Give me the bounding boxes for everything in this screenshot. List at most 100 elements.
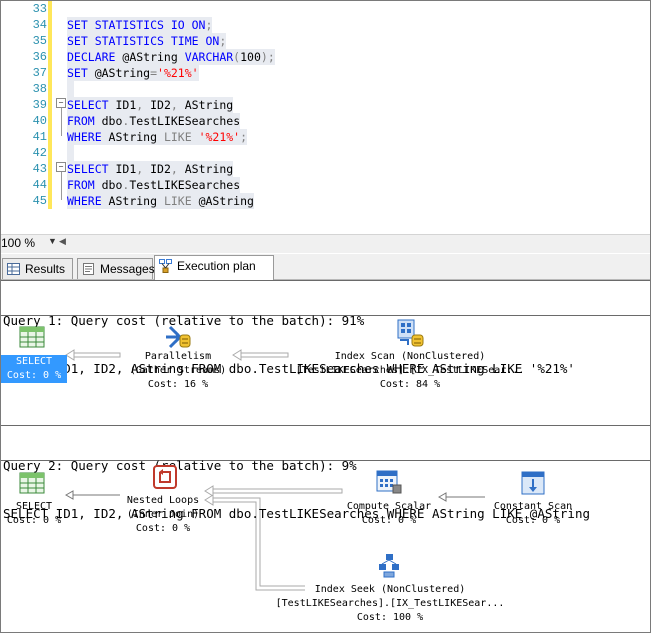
q1-arrow-scan-to-parallelism bbox=[232, 349, 289, 361]
q2-constant-label: Constant Scan bbox=[493, 501, 573, 512]
q1-select-node[interactable]: SELECT Cost: 0 % bbox=[1, 355, 67, 383]
q2-select-node[interactable]: SELECT Cost: 0 % bbox=[1, 500, 67, 528]
code-token: VARCHAR bbox=[184, 50, 234, 64]
select-operator-icon[interactable] bbox=[19, 326, 45, 348]
code-token: ; bbox=[205, 18, 213, 32]
compute-scalar-icon[interactable] bbox=[375, 469, 403, 495]
code-text: SELECT ID1, ID2, AString bbox=[67, 161, 234, 177]
zoom-selector[interactable]: 100 % ▼ ◀ bbox=[1, 236, 66, 250]
line-number: 33 bbox=[32, 2, 47, 16]
code-text: WHERE AString LIKE '%21%'; bbox=[67, 129, 248, 145]
change-indicator-bar bbox=[48, 1, 52, 209]
code-line[interactable]: 34 SET STATISTICS IO ON; bbox=[1, 17, 650, 33]
tab-results-label: Results bbox=[25, 262, 66, 276]
query1-cost-text: Query 1: Query cost (relative to the bat… bbox=[3, 313, 365, 328]
code-text bbox=[67, 145, 74, 161]
code-token: , bbox=[170, 162, 185, 176]
q2-compute-label: Compute Scalar bbox=[346, 501, 432, 512]
code-token: TestLIKESearches bbox=[129, 178, 241, 192]
code-token: LIKE bbox=[163, 130, 199, 144]
fold-guide-line bbox=[61, 108, 62, 136]
code-token: WHERE bbox=[67, 130, 109, 144]
code-token: @AString bbox=[94, 66, 151, 80]
q1-parallelism-sub: (Gather Streams) bbox=[129, 365, 227, 376]
constant-scan-icon[interactable] bbox=[520, 470, 546, 496]
q2-arrow-loops-to-select bbox=[64, 490, 120, 500]
code-line[interactable]: 42 bbox=[1, 145, 650, 161]
q2-compute-scalar-node[interactable]: Compute Scalar Cost: 0 % bbox=[334, 500, 444, 528]
code-token: ); bbox=[260, 50, 275, 64]
fold-guide-line bbox=[61, 172, 62, 200]
code-text: SET STATISTICS IO ON; bbox=[67, 17, 213, 33]
code-token: , bbox=[136, 162, 151, 176]
index-seek-icon[interactable] bbox=[376, 552, 402, 578]
select-operator-icon[interactable] bbox=[19, 472, 45, 494]
tab-execution-plan-label: Execution plan bbox=[177, 259, 256, 273]
q2-nested-loops-node[interactable]: Nested Loops (Inner Join) Cost: 0 % bbox=[108, 494, 218, 536]
q2-loops-cost: Cost: 0 % bbox=[135, 523, 191, 534]
code-token: SELECT bbox=[67, 98, 116, 112]
tab-messages[interactable]: Messages bbox=[77, 258, 155, 279]
code-token: '%21%' bbox=[198, 130, 241, 144]
q2-index-seek-node[interactable]: Index Seek (NonClustered) [TestLIKESearc… bbox=[260, 583, 520, 625]
code-token: @AString bbox=[198, 194, 254, 208]
q1-parallelism-label: Parallelism bbox=[144, 351, 212, 362]
zoom-level[interactable]: 100 % bbox=[1, 236, 36, 250]
code-token: 100 bbox=[240, 50, 261, 64]
code-line[interactable]: 38 bbox=[1, 81, 650, 97]
q2-seek-cost: Cost: 100 % bbox=[356, 612, 424, 623]
index-scan-icon[interactable] bbox=[396, 318, 426, 348]
code-token: SELECT bbox=[67, 162, 116, 176]
code-token: ( bbox=[233, 50, 241, 64]
line-number: 36 bbox=[32, 50, 47, 64]
code-text: FROM dbo.TestLIKESearches bbox=[67, 177, 241, 193]
code-token: dbo bbox=[101, 114, 123, 128]
q2-constant-scan-node[interactable]: Constant Scan Cost: 0 % bbox=[478, 500, 588, 528]
code-token: LIKE bbox=[163, 194, 199, 208]
code-token: , bbox=[170, 98, 185, 112]
scroll-left-icon[interactable]: ◀ bbox=[59, 236, 66, 246]
tab-execution-plan[interactable]: Execution plan bbox=[154, 255, 274, 280]
q1-parallelism-node[interactable]: Parallelism (Gather Streams) Cost: 16 % bbox=[118, 350, 238, 392]
q2-seek-label: Index Seek (NonClustered) bbox=[314, 584, 466, 595]
code-token: ID2 bbox=[150, 162, 171, 176]
code-token: ; bbox=[240, 130, 248, 144]
collapse-region-icon[interactable]: − bbox=[56, 162, 66, 172]
parallelism-icon[interactable] bbox=[164, 321, 192, 349]
line-number: 40 bbox=[32, 114, 47, 128]
line-number: 34 bbox=[32, 18, 47, 32]
tab-results[interactable]: Results bbox=[2, 258, 73, 279]
code-line[interactable]: 33 bbox=[1, 1, 650, 17]
line-number: 37 bbox=[32, 66, 47, 80]
q2-compute-cost: Cost: 0 % bbox=[361, 515, 417, 526]
line-number: 42 bbox=[32, 146, 47, 160]
q2-loops-label: Nested Loops bbox=[126, 495, 200, 506]
line-number: 43 bbox=[32, 162, 47, 176]
code-token: ; bbox=[219, 34, 227, 48]
q2-constant-cost: Cost: 0 % bbox=[505, 515, 561, 526]
q2-select-cost: Cost: 0 % bbox=[6, 515, 62, 526]
line-number: 35 bbox=[32, 34, 47, 48]
code-line[interactable]: 43 SELECT ID1, ID2, AString bbox=[1, 161, 650, 177]
code-token: AString bbox=[184, 98, 234, 112]
q1-index-scan-node[interactable]: Index Scan (NonClustered) [TestLIKESearc… bbox=[286, 350, 534, 392]
code-token: @AString bbox=[122, 50, 185, 64]
nested-loops-icon[interactable] bbox=[152, 464, 178, 490]
code-token: dbo bbox=[101, 178, 123, 192]
q1-scan-sub: [TestLIKESearches].[IX_TestLIKESear... bbox=[295, 365, 525, 376]
line-number: 45 bbox=[32, 194, 47, 208]
chevron-down-icon[interactable]: ▼ bbox=[48, 236, 57, 246]
q1-arrow-parallelism-to-select bbox=[65, 349, 121, 361]
code-text bbox=[67, 81, 74, 97]
collapse-region-icon[interactable]: − bbox=[56, 98, 66, 108]
